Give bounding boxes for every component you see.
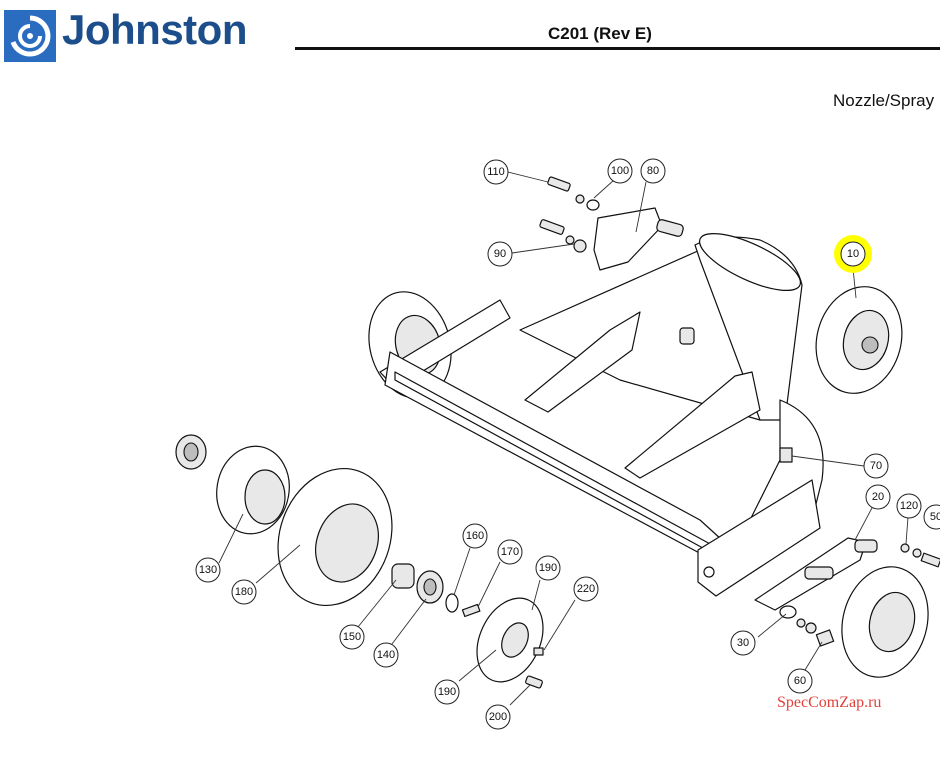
callout-label: 60 bbox=[794, 675, 806, 687]
callout-label: 130 bbox=[199, 564, 217, 576]
right-link-assembly bbox=[754, 537, 940, 678]
callout-label: 70 bbox=[870, 460, 882, 472]
callout-label: 160 bbox=[466, 530, 484, 542]
callout-label: 170 bbox=[501, 546, 519, 558]
callout-label: 180 bbox=[235, 586, 253, 598]
johnston-logo-icon bbox=[4, 10, 56, 62]
main-frame bbox=[379, 233, 824, 597]
callout-30[interactable]: 30 bbox=[730, 630, 756, 656]
callout-160[interactable]: 160 bbox=[462, 523, 488, 549]
callout-80[interactable]: 80 bbox=[640, 158, 666, 184]
callout-120[interactable]: 120 bbox=[896, 493, 922, 519]
callout-220[interactable]: 220 bbox=[573, 576, 599, 602]
brand-name: Johnston bbox=[62, 6, 247, 53]
callout-20[interactable]: 20 bbox=[865, 484, 891, 510]
watermark: SpecComZap.ru bbox=[777, 694, 882, 711]
callout-90[interactable]: 90 bbox=[487, 241, 513, 267]
callout-180[interactable]: 180 bbox=[231, 579, 257, 605]
callout-label: 80 bbox=[647, 165, 659, 177]
section-title: Nozzle/Spray bbox=[833, 91, 935, 110]
callout-label: 220 bbox=[577, 583, 595, 595]
callout-170[interactable]: 170 bbox=[497, 539, 523, 565]
callout-label: 190 bbox=[539, 562, 557, 574]
callout-label: 200 bbox=[489, 711, 507, 723]
left-wheel-assembly bbox=[175, 434, 544, 689]
callout-130[interactable]: 130 bbox=[195, 557, 221, 583]
document-code: C201 (Rev E) bbox=[548, 24, 652, 43]
callout-label: 100 bbox=[611, 165, 629, 177]
callout-150[interactable]: 150 bbox=[339, 624, 365, 650]
front-right-wheel bbox=[815, 286, 903, 394]
callout-label: 10 bbox=[847, 248, 859, 260]
callout-label: 190 bbox=[438, 686, 456, 698]
callout-label: 50 bbox=[930, 511, 940, 523]
callout-190-top[interactable]: 190 bbox=[535, 555, 561, 581]
callout-100[interactable]: 100 bbox=[607, 158, 633, 184]
callout-label: 20 bbox=[872, 491, 884, 503]
callout-110[interactable]: 110 bbox=[483, 159, 509, 185]
callout-140[interactable]: 140 bbox=[373, 642, 399, 668]
callout-label: 110 bbox=[487, 166, 505, 178]
callout-70[interactable]: 70 bbox=[863, 453, 889, 479]
callout-190-bottom[interactable]: 190 bbox=[434, 679, 460, 705]
callout-label: 150 bbox=[343, 631, 361, 643]
callout-10[interactable]: 10 bbox=[840, 241, 866, 267]
header-divider bbox=[295, 47, 940, 50]
callout-label: 30 bbox=[737, 637, 749, 649]
callout-50[interactable]: 50 bbox=[923, 504, 940, 530]
leader-lines bbox=[218, 171, 909, 706]
callout-label: 90 bbox=[494, 248, 506, 260]
callout-label: 140 bbox=[377, 649, 395, 661]
top-bracket bbox=[539, 176, 684, 271]
callout-200[interactable]: 200 bbox=[485, 704, 511, 730]
callout-60[interactable]: 60 bbox=[787, 668, 813, 694]
callout-label: 120 bbox=[900, 500, 918, 512]
